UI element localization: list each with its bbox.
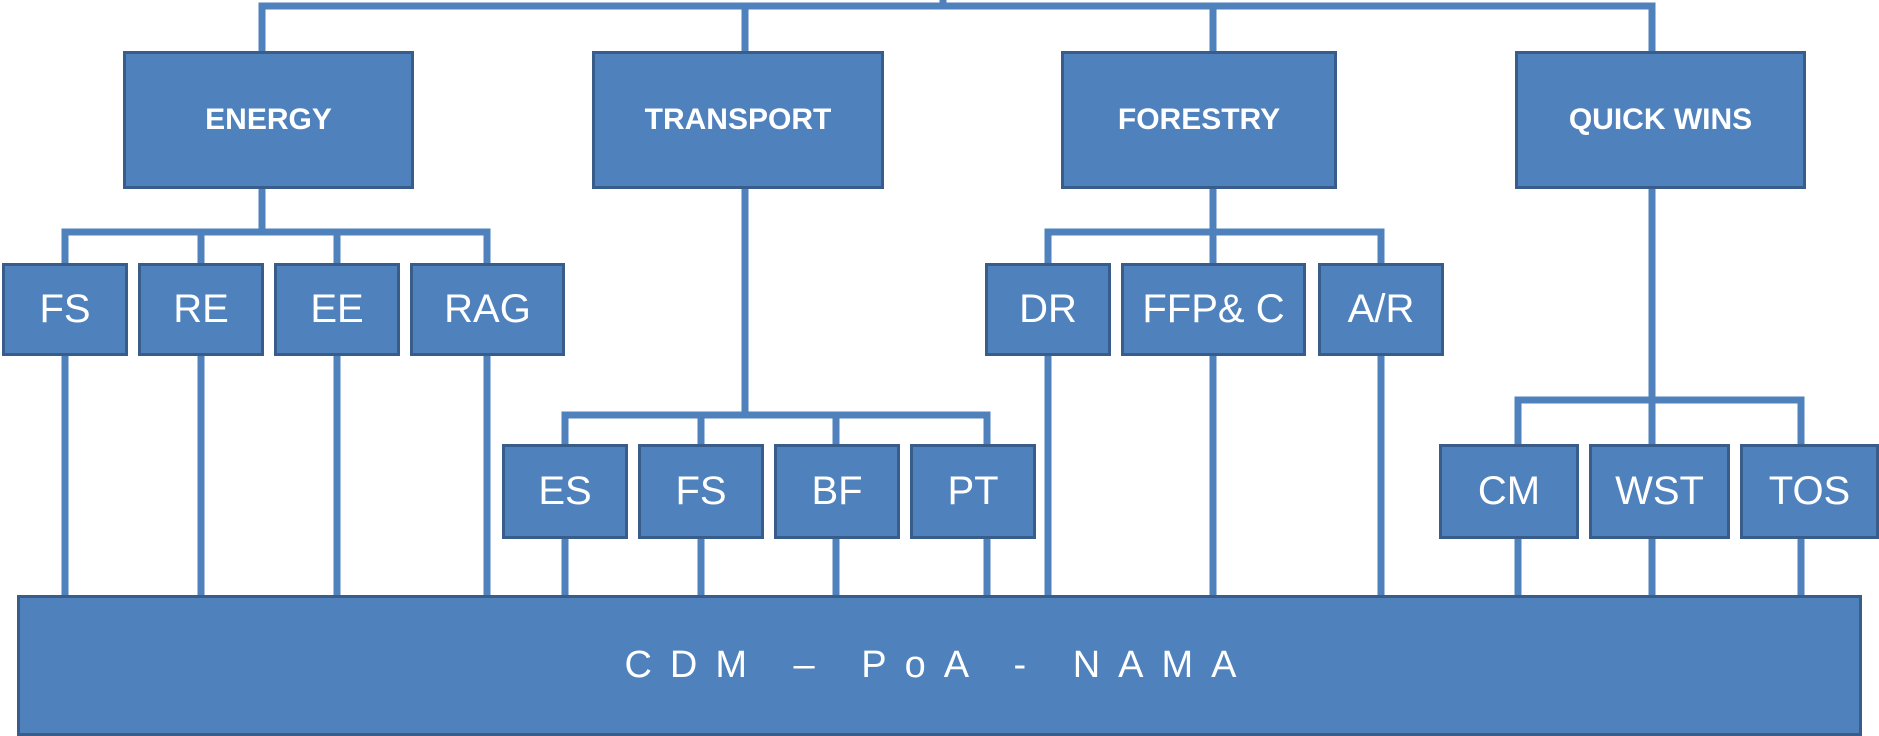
forestry-item-ar: A/R: [1318, 263, 1444, 356]
energy-item-label: RAG: [444, 287, 531, 331]
forestry-item-label: DR: [1019, 287, 1077, 331]
transport-item-label: ES: [538, 469, 592, 513]
quick-wins-item-label: CM: [1477, 469, 1541, 513]
forestry-label: FORESTRY: [1117, 103, 1281, 136]
energy-item-label: FS: [39, 287, 91, 331]
energy-item-ee: EE: [274, 263, 400, 356]
quick-wins-item-label: TOS: [1768, 469, 1851, 513]
transport-label: TRANSPORT: [644, 103, 832, 136]
quick-wins-label: QUICK WINS: [1568, 103, 1753, 136]
transport-item-label: BF: [811, 469, 863, 513]
energy-box: ENERGY: [123, 51, 414, 189]
quick-wins-item-tos: TOS: [1740, 444, 1879, 539]
energy-item-rag: RAG: [410, 263, 565, 356]
forestry-item-label: A/R: [1347, 287, 1415, 331]
forestry-item-label: FFP& C: [1142, 287, 1285, 331]
energy-item-label: RE: [173, 287, 229, 331]
transport-item-label: PT: [947, 469, 999, 513]
energy-item-label: EE: [310, 287, 364, 331]
base-label: CDM – PoA - NAMA: [624, 644, 1255, 686]
forestry-item-dr: DR: [985, 263, 1111, 356]
cdm-poa-nama-bar: CDM – PoA - NAMA: [17, 595, 1862, 736]
quick-wins-item-cm: CM: [1439, 444, 1579, 539]
energy-item-re: RE: [138, 263, 264, 356]
energy-item-fs: FS: [2, 263, 128, 356]
transport-box: TRANSPORT: [592, 51, 884, 189]
transport-item-bf: BF: [774, 444, 900, 539]
quick-wins-item-wst: WST: [1589, 444, 1730, 539]
transport-item-fs: FS: [638, 444, 764, 539]
quick-wins-box: QUICK WINS: [1515, 51, 1806, 189]
transport-item-label: FS: [675, 469, 727, 513]
forestry-box: FORESTRY: [1061, 51, 1337, 189]
transport-item-pt: PT: [910, 444, 1036, 539]
quick-wins-item-label: WST: [1615, 469, 1704, 513]
energy-label: ENERGY: [205, 103, 332, 136]
transport-item-es: ES: [502, 444, 628, 539]
forestry-item-ffp-c: FFP& C: [1121, 263, 1306, 356]
